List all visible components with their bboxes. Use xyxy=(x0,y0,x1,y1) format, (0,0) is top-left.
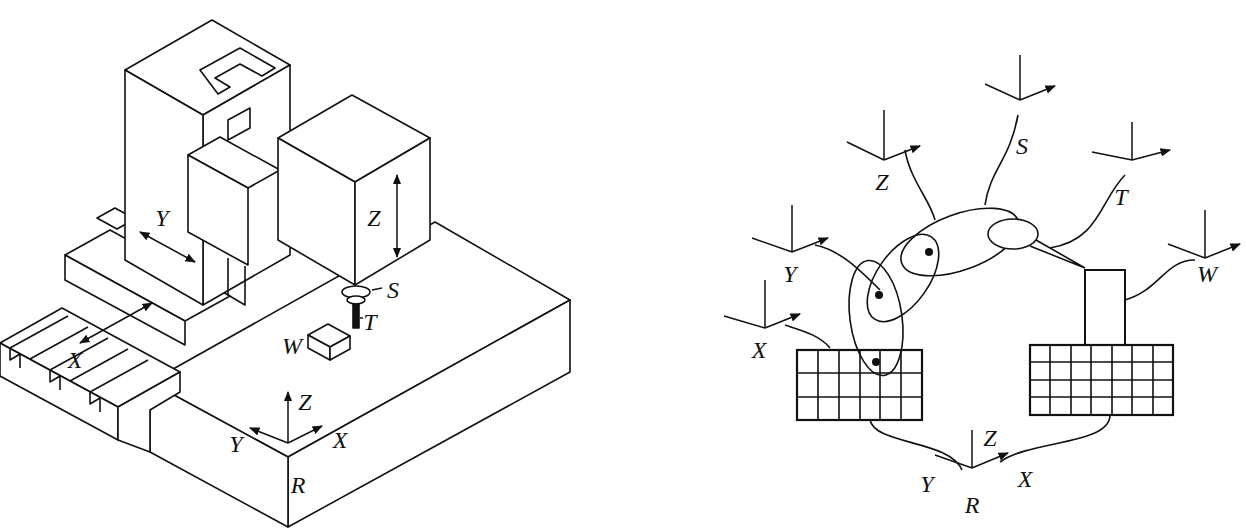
axis-label: Y xyxy=(154,206,169,230)
axis-label: R xyxy=(290,473,307,497)
axis-label: X xyxy=(751,338,768,362)
axis-label: W xyxy=(281,334,303,358)
axis-label: Z xyxy=(982,426,997,450)
axis-label: Z xyxy=(366,206,381,230)
axis-label: W xyxy=(1196,262,1218,286)
axis-label: Z xyxy=(874,170,889,194)
axis-label: Y xyxy=(228,432,243,456)
axis-label: X xyxy=(1017,467,1034,491)
axis-label: Y xyxy=(919,472,934,496)
axis-label: Y xyxy=(782,262,797,286)
axis-label: T xyxy=(1113,185,1128,209)
axis-label: R xyxy=(964,493,981,517)
axis-label: T xyxy=(362,310,377,334)
axis-label: X xyxy=(67,348,84,372)
axis-label: S xyxy=(1015,134,1029,158)
axis-label: S xyxy=(386,278,400,302)
axis-label: X xyxy=(332,428,349,452)
axis-label: Z xyxy=(297,390,312,414)
